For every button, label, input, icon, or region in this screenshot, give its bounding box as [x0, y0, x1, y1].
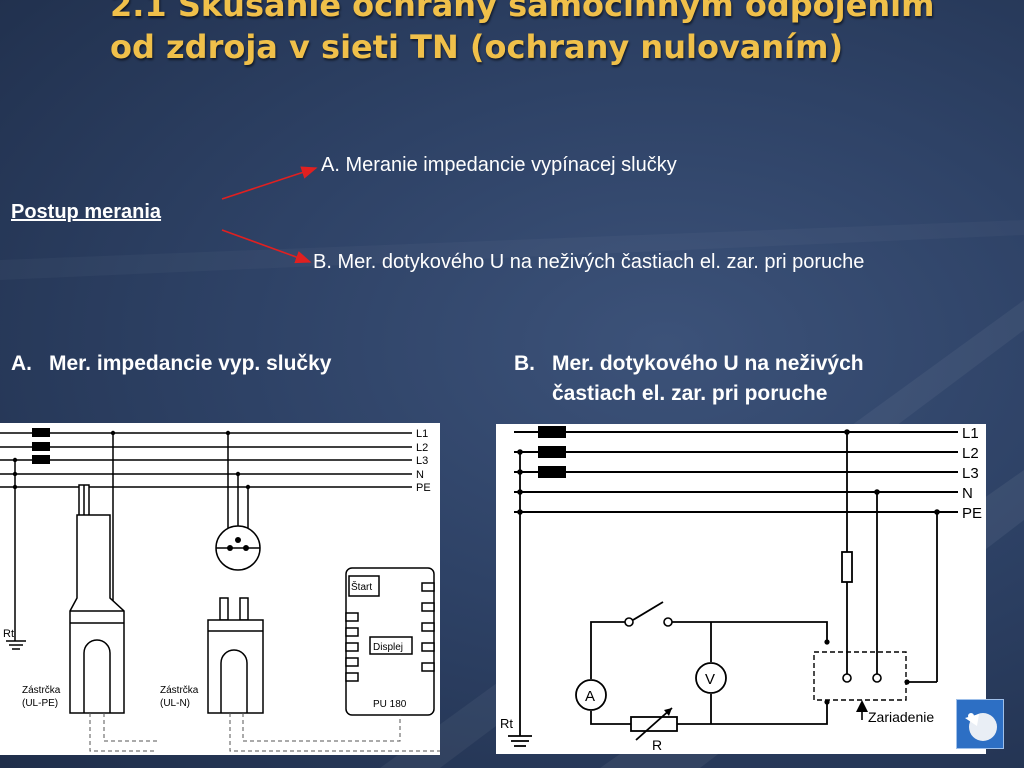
- diagram-a-label-pe: PE: [416, 482, 431, 494]
- equipment-label: Zariadenie: [868, 709, 934, 725]
- diagram-a-label-l3: L3: [416, 455, 428, 467]
- voltmeter-label: V: [705, 671, 715, 688]
- start-label: Štart: [351, 580, 372, 593]
- postup-label: Postup merania: [11, 201, 162, 223]
- diagram-b-svg: L1 L2 L3 N PE Rt A V R Zariadenie: [500, 425, 982, 753]
- plug-pe-label-1: Zástrčka: [22, 685, 61, 696]
- diagram-a: L1 L2 L3 N PE Rt Zástrčka (UL-PE) Zástrč…: [0, 423, 440, 755]
- section-b-text-line1: Mer. dotykového U na neživých: [552, 352, 864, 375]
- diagram-a-label-n: N: [416, 469, 424, 481]
- point-a-text: A. Meranie impedancie vypínacej slučky: [321, 154, 677, 176]
- diagram-b-label-l3: L3: [962, 465, 979, 482]
- diagram-a-earth-label: Rt: [3, 628, 14, 640]
- diagram-b-label-l1: L1: [962, 425, 979, 442]
- diagram-b-label-n: N: [962, 485, 973, 502]
- app-logo-icon: [956, 699, 1004, 749]
- section-b-text-line2: častiach el. zar. pri poruche: [552, 382, 828, 405]
- section-a-heading: A. Mer. impedancie vyp. slučky: [11, 349, 331, 379]
- arrow-to-a: [221, 166, 318, 200]
- ammeter-label: A: [585, 688, 595, 705]
- resistor-label: R: [652, 737, 662, 753]
- diagram-a-svg: L1 L2 L3 N PE Rt Zástrčka (UL-PE) Zástrč…: [0, 428, 440, 752]
- section-b-label: B.: [514, 352, 535, 375]
- plug-n-label-2: (UL-N): [160, 698, 190, 709]
- diagram-a-label-l1: L1: [416, 428, 428, 440]
- section-a-label: A.: [11, 352, 32, 375]
- display-label: Displej: [373, 642, 403, 653]
- diagram-a-label-l2: L2: [416, 442, 428, 454]
- diagram-b-label-l2: L2: [962, 445, 979, 462]
- diagram-b: L1 L2 L3 N PE Rt A V R Zariadenie: [496, 424, 986, 754]
- section-b-heading: B. Mer. dotykového U na neživých častiach…: [514, 349, 864, 409]
- arrow-to-b: [221, 229, 312, 264]
- plug-n-label-1: Zástrčka: [160, 685, 199, 696]
- section-a-text: Mer. impedancie vyp. slučky: [49, 352, 332, 375]
- plug-pe-label-2: (UL-PE): [22, 698, 58, 709]
- slide-title: 2.1 Skúšanie ochrany samočinným odpojení…: [110, 0, 935, 66]
- diagram-b-label-pe: PE: [962, 505, 982, 522]
- diagram-b-earth-label: Rt: [500, 716, 513, 731]
- device-label: PU 180: [373, 699, 407, 710]
- point-b-text: B. Mer. dotykového U na neživých častiac…: [313, 251, 865, 273]
